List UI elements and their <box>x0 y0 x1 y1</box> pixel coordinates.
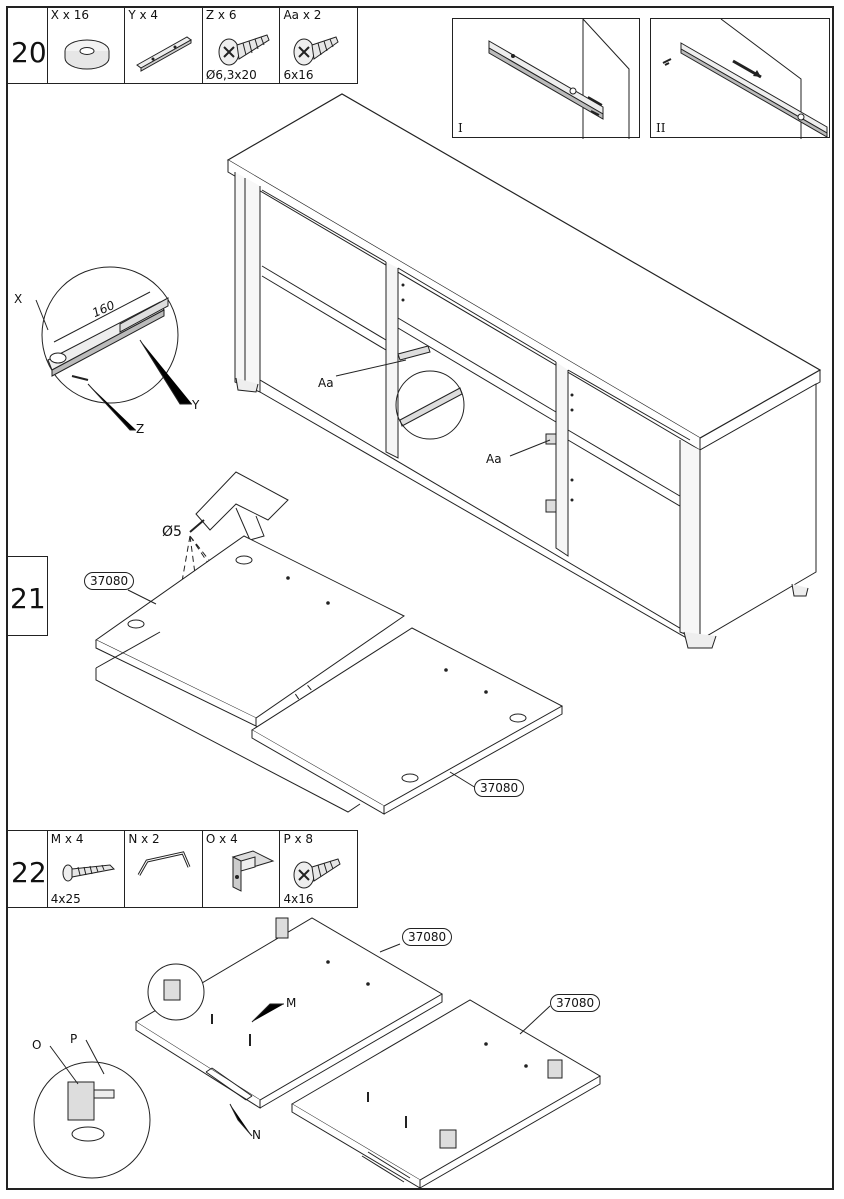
inset-label: II <box>656 121 666 135</box>
part-qty: O x 4 <box>205 832 238 846</box>
rail-mount-illustration <box>488 19 630 139</box>
screw-icon <box>293 36 340 66</box>
part-qty: P x 8 <box>283 832 314 846</box>
step-20-parts-table: 20 X x 16 Y x 4 Z x 6 Ø6,3x20 Aa x 2 <box>6 6 358 84</box>
detail-inset-ii: II <box>650 18 830 139</box>
part-qty: N x 2 <box>128 832 160 846</box>
callout-m: M <box>286 996 297 1010</box>
step-22-parts-table: 22 M x 4 4x25 N x 2 O x 4 P x 8 <box>6 830 358 908</box>
callout-aa-left: Aa <box>318 376 334 390</box>
detail-inset-i: I <box>452 18 640 139</box>
part-number-tag: 37080 <box>402 928 453 946</box>
callout-z: Z <box>136 422 145 436</box>
callout-x: X <box>14 292 23 306</box>
part-number-tag: 37080 <box>550 994 601 1012</box>
washer-icon <box>64 39 110 70</box>
step-number: 20 <box>11 36 47 69</box>
step-number-cell: 22 <box>7 831 47 907</box>
handle-icon <box>138 851 191 876</box>
screw-icon <box>218 34 270 66</box>
rail-slide-illustration <box>662 19 828 139</box>
callout-y: Y <box>192 398 200 412</box>
part-m-cell: M x 4 4x25 <box>46 831 125 907</box>
part-y-cell: Y x 4 <box>124 7 202 83</box>
part-dimension: Ø6,3x20 <box>205 68 257 82</box>
callout-p: P <box>70 1032 78 1046</box>
part-qty: X x 16 <box>50 8 89 22</box>
part-dimension: 4x25 <box>50 892 81 906</box>
part-n-cell: N x 2 <box>124 831 202 907</box>
part-z-cell: Z x 6 Ø6,3x20 <box>201 7 280 83</box>
part-qty: Z x 6 <box>205 8 237 22</box>
part-number-tag: 37080 <box>474 779 525 797</box>
step-number: 22 <box>11 856 47 889</box>
callout-aa-right: Aa <box>486 452 502 466</box>
part-x-cell: X x 16 <box>46 7 125 83</box>
hinge-icon <box>231 850 275 892</box>
part-o-cell: O x 4 <box>201 831 280 907</box>
part-p-cell: P x 8 4x16 <box>279 831 357 907</box>
screw-icon <box>293 858 342 889</box>
part-number-tag: 37080 <box>84 572 135 590</box>
inset-label: I <box>458 121 463 135</box>
part-qty: Y x 4 <box>128 8 159 22</box>
part-qty: Aa x 2 <box>283 8 322 22</box>
part-dimension: 6x16 <box>283 68 314 82</box>
part-qty: M x 4 <box>50 832 84 846</box>
step-number-cell: 20 <box>7 7 47 83</box>
callout-o: O <box>32 1038 42 1052</box>
drill-size-label: Ø5 <box>162 524 182 540</box>
callout-n: N <box>252 1128 261 1142</box>
step-number: 21 <box>10 582 46 615</box>
wood-screw-icon <box>62 864 115 882</box>
step-21-number-box: 21 <box>6 556 48 636</box>
drawer-rail-icon <box>136 36 193 72</box>
page-frame <box>6 6 834 1190</box>
part-aa-cell: Aa x 2 6x16 <box>279 7 357 83</box>
part-dimension: 4x16 <box>283 892 314 906</box>
